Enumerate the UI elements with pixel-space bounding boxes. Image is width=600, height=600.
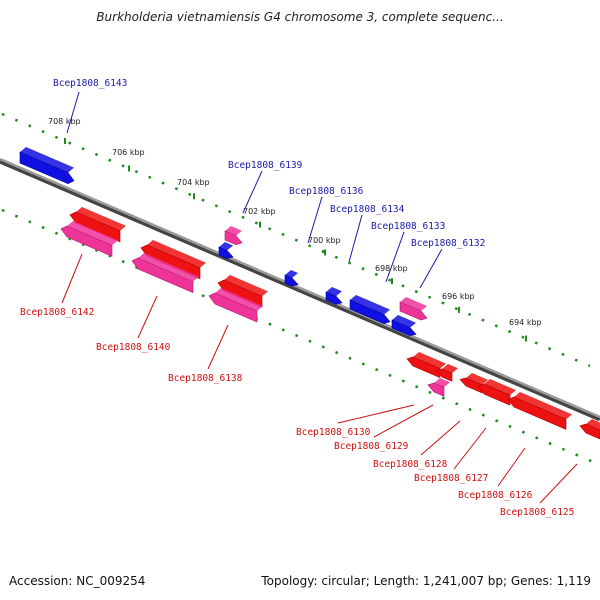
tick-label: 706 kbp: [112, 148, 145, 157]
gene-feature-reverse[interactable]: [477, 379, 516, 406]
rna-feature[interactable]: [399, 297, 428, 321]
gene-label-reverse[interactable]: Bcep1808_6130: [296, 427, 371, 438]
forward-tick-track: [1, 112, 591, 368]
gene-leader-line: [453, 427, 487, 470]
gene-leader-line: [497, 447, 526, 487]
gene-feature-reverse[interactable]: [435, 364, 458, 382]
gene-leader-line: [66, 91, 80, 134]
map-title: Burkholderia vietnamiensis G4 chromosome…: [96, 10, 504, 24]
gene-feature-forward[interactable]: [391, 315, 417, 337]
gene-leader-line: [61, 253, 83, 304]
gene-label-reverse[interactable]: Bcep1808_6138: [168, 373, 243, 384]
gene-label-forward[interactable]: Bcep1808_6133: [371, 221, 445, 232]
gene-leader-line: [337, 404, 415, 424]
rna-feature[interactable]: [60, 221, 118, 257]
gene-leader-line: [373, 404, 434, 438]
gene-feature-forward[interactable]: [19, 147, 75, 184]
rna-feature[interactable]: [131, 253, 199, 294]
gene-feature-forward[interactable]: [349, 295, 391, 324]
gene-label-forward[interactable]: Bcep1808_6143: [53, 78, 127, 89]
rna-feature[interactable]: [208, 288, 263, 323]
gene-feature-reverse[interactable]: [459, 373, 488, 394]
gene-label-forward[interactable]: Bcep1808_6139: [228, 160, 303, 171]
chromosome-backbone: [0, 157, 600, 419]
gene-leader-line: [207, 324, 229, 370]
genome-summary-text: Topology: circular; Length: 1,241,007 bp…: [261, 574, 591, 588]
rna-feature[interactable]: [427, 378, 450, 397]
tick-label: 708 kbp: [48, 117, 81, 126]
gene-leader-line: [419, 248, 443, 289]
gene-label-reverse[interactable]: Bcep1808_6140: [96, 342, 171, 353]
gene-label-reverse[interactable]: Bcep1808_6125: [500, 507, 574, 518]
gene-feature-forward[interactable]: [218, 242, 234, 259]
gene-feature-forward[interactable]: [284, 270, 299, 287]
gene-label-forward[interactable]: Bcep1808_6132: [411, 238, 485, 249]
gene-label-forward[interactable]: Bcep1808_6134: [330, 204, 405, 215]
gene-leader-line: [307, 196, 323, 244]
reverse-tick-track: [1, 208, 599, 466]
gene-leader-line: [385, 231, 405, 283]
gene-label-reverse[interactable]: Bcep1808_6128: [373, 459, 448, 470]
gene-leader-line: [420, 420, 461, 456]
gene-feature-forward[interactable]: [325, 287, 343, 305]
gene-leader-line: [242, 170, 263, 214]
gene-feature-reverse[interactable]: [406, 352, 446, 379]
gene-leader-line: [137, 295, 158, 339]
rna-feature[interactable]: [224, 226, 243, 246]
gene-label-reverse[interactable]: Bcep1808_6129: [334, 441, 409, 452]
gene-leader-line: [348, 214, 363, 263]
gene-leader-line: [539, 463, 578, 504]
tick-label: 704 kbp: [177, 178, 210, 187]
accession-text: Accession: NC_009254: [9, 574, 146, 588]
tick-label: 700 kbp: [308, 236, 341, 245]
gene-label-reverse[interactable]: Bcep1808_6127: [414, 473, 488, 484]
chromosome-backbone-shadow: [0, 158, 600, 422]
tick-label: 702 kbp: [243, 207, 276, 216]
tick-label: 694 kbp: [509, 318, 542, 327]
gene-feature-reverse[interactable]: [507, 392, 572, 430]
gene-label-forward[interactable]: Bcep1808_6136: [289, 186, 364, 197]
gene-feature-reverse[interactable]: [579, 419, 600, 440]
gene-label-reverse[interactable]: Bcep1808_6126: [458, 490, 533, 501]
gene-label-reverse[interactable]: Bcep1808_6142: [20, 307, 94, 318]
tick-label: 696 kbp: [442, 292, 475, 301]
